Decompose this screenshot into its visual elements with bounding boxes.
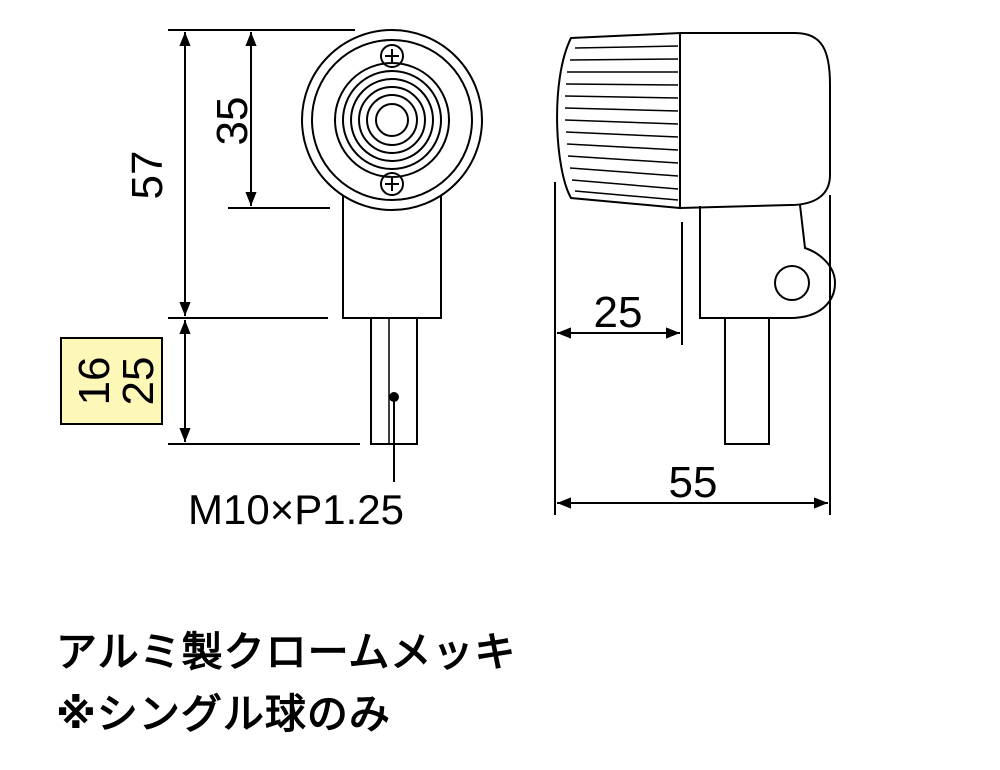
front-head-outer xyxy=(301,29,483,211)
lens-ribs xyxy=(564,45,679,201)
bulb-note: ※シングル球のみ xyxy=(56,690,391,738)
lens-ring-3 xyxy=(350,78,434,162)
dim-width-label: 55 xyxy=(669,458,718,507)
side-mount xyxy=(699,204,837,319)
side-lens xyxy=(556,31,681,210)
stem-length-25: 25 xyxy=(114,357,163,406)
lens-ring-5 xyxy=(366,94,418,146)
bottom-screw-icon xyxy=(380,172,404,196)
thread-spec-label: M10×P1.25 xyxy=(188,486,404,533)
lens-ring-1 xyxy=(334,62,450,178)
material-note: アルミ製クロームメッキ xyxy=(56,628,517,676)
front-body xyxy=(342,196,442,319)
side-view xyxy=(556,31,837,445)
stem-length-16: 16 xyxy=(70,357,119,406)
dim-57-label: 57 xyxy=(123,151,172,200)
mount-hole xyxy=(774,265,810,301)
stem-length-box xyxy=(60,337,163,425)
side-dimension-lines xyxy=(554,182,831,515)
lens-ring-4 xyxy=(358,86,426,154)
side-stem xyxy=(724,317,770,445)
front-head-ring xyxy=(311,39,473,201)
front-view xyxy=(301,29,483,445)
front-dimension-lines xyxy=(168,29,360,445)
side-housing xyxy=(679,32,831,209)
dim-35-label: 35 xyxy=(208,97,257,146)
dim-depth-label: 25 xyxy=(594,288,643,337)
lens-ring-2 xyxy=(342,70,442,170)
top-screw-icon xyxy=(380,44,404,68)
lens-center xyxy=(375,103,409,137)
